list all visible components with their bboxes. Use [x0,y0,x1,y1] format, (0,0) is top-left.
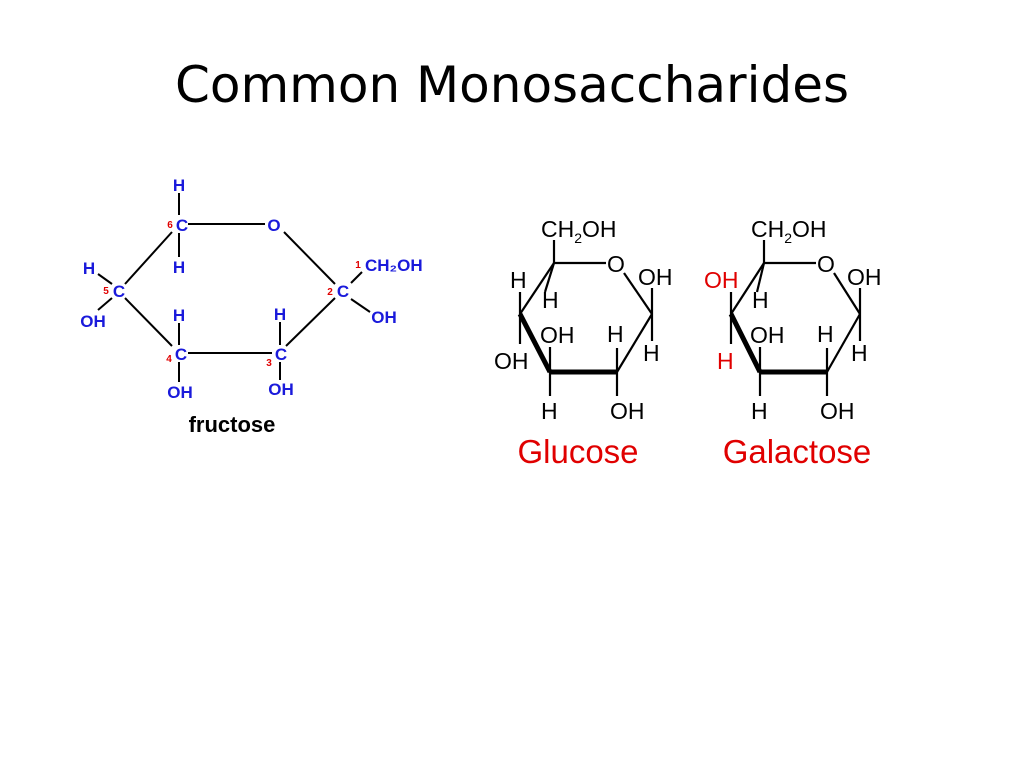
fructose-c3-number: 3 [266,358,272,369]
fructose-c4-carbon: C [175,345,187,364]
galactose-bond-c3-c4 [728,312,763,374]
fructose-c5-number: 5 [103,286,109,297]
fructose-bond-c2-ch2oh [350,271,363,284]
fructose-c2-oh: OH [371,308,397,327]
fructose-c5-h: H [83,259,95,278]
fructose-c5-oh: OH [80,312,106,331]
glucose-c1-oh: OH [638,264,673,290]
galactose-c1-oh: OH [847,264,882,290]
fructose-bond-c5-c6 [124,231,173,285]
glucose-c4-h: H [510,267,527,293]
fructose-c5-carbon: C [113,282,125,301]
fructose-c1-number: 1 [355,260,361,271]
fructose-bond-o-c2 [283,231,336,285]
galactose-bond-c1-c2 [826,313,861,373]
glucose-bond-c5-h [543,262,556,293]
galactose-label: Galactose [723,433,872,470]
galactose-c3-oh: OH [750,322,785,348]
glucose-c2-oh: OH [610,398,645,424]
fructose-c6-h-bottom: H [173,258,185,277]
fructose-c2-carbon: C [337,282,349,301]
fructose-c4-h: H [173,306,185,325]
fructose-c6-number: 6 [167,220,173,231]
glucose-c1-h: H [643,340,660,366]
galactose-c4-oh-highlight: OH [704,267,739,293]
glucose-c2-h: H [607,321,624,347]
galactose-bond-c4-c5 [730,262,765,315]
glucose-label: Glucose [517,433,638,470]
glucose-bond-c3-c4 [517,312,553,374]
galactose-bond-c5-h [755,262,766,293]
fructose-c2-number: 2 [327,287,333,298]
galactose-c4-h-highlight: H [717,348,734,374]
fructose-bond-c4-c5 [124,297,173,347]
fructose-c3-h: H [274,305,286,324]
galactose-c5-h: H [752,287,769,313]
fructose-c3-carbon: C [275,345,287,364]
fructose-bond-c2-c3 [285,297,336,347]
glucose-bond-c4-c5 [519,262,555,315]
glucose-c3-oh: OH [540,322,575,348]
fructose-bond-c5-oh [97,297,113,311]
fructose-bond-c2-oh [350,298,371,313]
glucose-ch2oh: CH2OH [541,216,617,246]
galactose-ch2oh: CH2OH [751,216,827,246]
glucose-c4-oh: OH [494,348,529,374]
fructose-c1-ch2oh: CH₂OH [365,256,423,275]
galactose-c2-h: H [817,321,834,347]
glucose-c3-h: H [541,398,558,424]
fructose-bond-c5-h [97,273,113,285]
galactose-c2-oh: OH [820,398,855,424]
fructose-c4-number: 4 [166,354,172,365]
glucose-structure: CH2OH O OH H H OH H H OH H OH Glucose [494,216,673,470]
glucose-c5-h: H [542,287,559,313]
slide-title: Common Monosaccharides [174,56,850,114]
fructose-structure: H 6 C H O H 5 C OH 1 CH₂OH 2 C OH H 4 C … [80,176,422,437]
galactose-c3-h: H [751,398,768,424]
galactose-ring-oxygen: O [817,251,835,277]
glucose-bond-o-c1 [623,272,653,315]
fructose-c4-oh: OH [167,383,193,402]
fructose-c6-h-top: H [173,176,185,195]
fructose-ring-oxygen: O [267,216,280,235]
fructose-c3-oh: OH [268,380,294,399]
fructose-c6-carbon: C [176,216,188,235]
galactose-structure: CH2OH O OH OH H OH H H H H OH Galactose [704,216,882,470]
galactose-bond-o-c1 [833,272,861,315]
galactose-c1-h: H [851,340,868,366]
glucose-ring-oxygen: O [607,251,625,277]
glucose-bond-c1-c2 [616,313,653,373]
fructose-label: fructose [189,412,276,437]
